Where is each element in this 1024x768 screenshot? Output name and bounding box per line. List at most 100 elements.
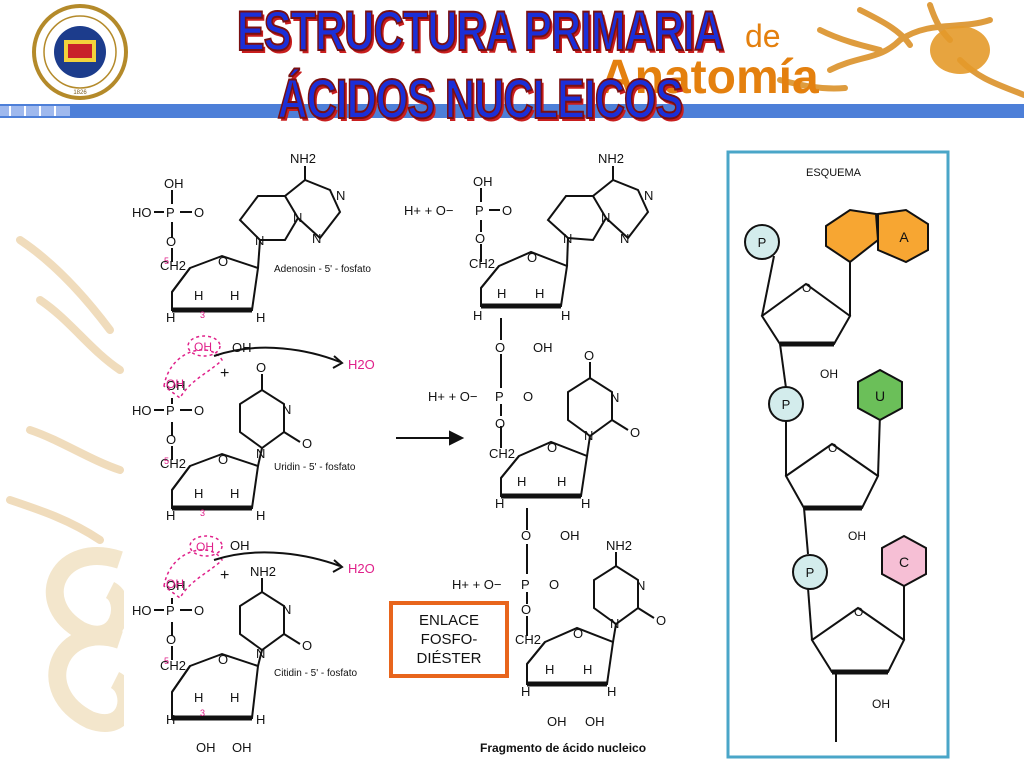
svg-text:O: O: [218, 254, 228, 269]
svg-text:OH: OH: [166, 378, 186, 393]
svg-text:H+ + O−: H+ + O−: [428, 389, 478, 404]
logo-year: 1826: [73, 90, 87, 96]
svg-text:OH: OH: [232, 340, 252, 355]
svg-text:O: O: [630, 425, 640, 440]
svg-text:N: N: [282, 402, 291, 417]
svg-text:P: P: [782, 397, 791, 412]
svg-text:H: H: [256, 712, 265, 727]
svg-text:OH: OH: [473, 174, 493, 189]
fragment-caption: Fragmento de ácido nucleico: [480, 741, 646, 755]
svg-text:H+ + O−: H+ + O−: [452, 577, 502, 592]
enlace-line1: ENLACE: [418, 612, 480, 629]
svg-text:+: +: [220, 567, 229, 584]
svg-text:O: O: [547, 440, 557, 455]
svg-text:P: P: [806, 565, 815, 580]
svg-text:OH: OH: [166, 577, 184, 591]
svg-text:NH2: NH2: [606, 538, 632, 553]
svg-text:OH: OH: [560, 528, 580, 543]
svg-text:O: O: [573, 626, 583, 641]
svg-text:NH2: NH2: [290, 151, 316, 166]
svg-text:H: H: [230, 288, 239, 303]
svg-text:O: O: [218, 452, 228, 467]
esquema-base-c-label: C: [899, 554, 909, 570]
svg-text:P: P: [166, 603, 175, 618]
esquema-labels: O OH O OH O OH: [802, 281, 890, 711]
svg-text:H: H: [517, 474, 526, 489]
svg-text:O: O: [495, 416, 505, 431]
svg-text:OH: OH: [848, 529, 866, 543]
svg-text:H: H: [256, 508, 265, 523]
esquema-base-u: [857, 368, 903, 422]
svg-text:CH2: CH2: [160, 456, 186, 471]
esquema-phosphates: [744, 224, 828, 590]
water-2: H2O: [348, 561, 375, 576]
svg-text:H: H: [473, 308, 482, 323]
condensation-highlights: [163, 335, 223, 600]
enlace-fosfodiester-box: ENLACE FOSFO- DIÉSTER: [389, 601, 509, 678]
svg-text:O: O: [194, 603, 204, 618]
svg-text:O: O: [256, 360, 266, 375]
background-word-anatomia: Anatomía: [600, 51, 819, 104]
pink-labels: OH OH OH OH 5 5 5 3 3 3 H2O H2O: [164, 256, 375, 718]
svg-text:H: H: [256, 310, 265, 325]
svg-text:5: 5: [164, 256, 169, 266]
svg-text:5: 5: [164, 456, 169, 466]
svg-text:H: H: [521, 684, 530, 699]
water-arrows: [213, 346, 344, 573]
svg-text:H: H: [561, 308, 570, 323]
svg-text:5: 5: [164, 656, 169, 666]
plus-signs: + +: [220, 365, 229, 584]
label-adenosin: Adenosin - 5' - fosfato: [274, 264, 371, 275]
svg-text:N: N: [644, 188, 653, 203]
svg-text:H: H: [166, 508, 175, 523]
svg-text:O: O: [802, 281, 811, 295]
svg-text:O: O: [194, 205, 204, 220]
svg-text:N: N: [620, 231, 629, 246]
svg-text:OH: OH: [164, 176, 184, 191]
svg-text:3: 3: [200, 310, 205, 320]
svg-text:OH: OH: [166, 377, 184, 391]
svg-text:CH2: CH2: [160, 258, 186, 273]
svg-text:OH: OH: [585, 714, 605, 729]
svg-text:OH: OH: [166, 578, 186, 593]
svg-text:HO: HO: [132, 403, 152, 418]
svg-text:OH: OH: [196, 740, 216, 755]
svg-text:N: N: [336, 188, 345, 203]
esquema-base-a: [825, 208, 929, 264]
esquema-base-a-label: A: [899, 229, 909, 245]
svg-text:O: O: [302, 436, 312, 451]
svg-text:H: H: [166, 712, 175, 727]
svg-text:OH: OH: [547, 714, 567, 729]
svg-text:O: O: [166, 234, 176, 249]
svg-text:H: H: [557, 474, 566, 489]
svg-text:N: N: [584, 428, 593, 443]
svg-text:O: O: [218, 652, 228, 667]
svg-text:O: O: [166, 432, 176, 447]
svg-text:O: O: [521, 602, 531, 617]
esquema-base-c: [881, 534, 927, 588]
svg-text:O: O: [584, 348, 594, 363]
neuron-graphic: [777, 2, 1024, 98]
svg-text:N: N: [610, 390, 619, 405]
svg-text:N: N: [256, 446, 265, 461]
svg-text:O: O: [527, 250, 537, 265]
svg-text:P: P: [758, 235, 767, 250]
university-logo: 1826: [32, 4, 128, 100]
svg-text:P: P: [521, 577, 530, 592]
svg-text:H: H: [194, 486, 203, 501]
svg-text:O: O: [523, 389, 533, 404]
water-1: H2O: [348, 357, 375, 372]
svg-text:H: H: [230, 486, 239, 501]
svg-text:P: P: [166, 205, 175, 220]
svg-text:+: +: [220, 365, 229, 382]
header-bar: [0, 104, 1024, 118]
svg-text:CH2: CH2: [160, 658, 186, 673]
left-labels: OH HO P O O CH2 O H H H H OH N N N N NH2…: [132, 151, 371, 755]
svg-text:OH: OH: [232, 740, 252, 755]
svg-text:H: H: [194, 288, 203, 303]
reaction-arrow: [396, 430, 465, 446]
neuron-body: [930, 26, 990, 74]
svg-text:N: N: [610, 616, 619, 631]
